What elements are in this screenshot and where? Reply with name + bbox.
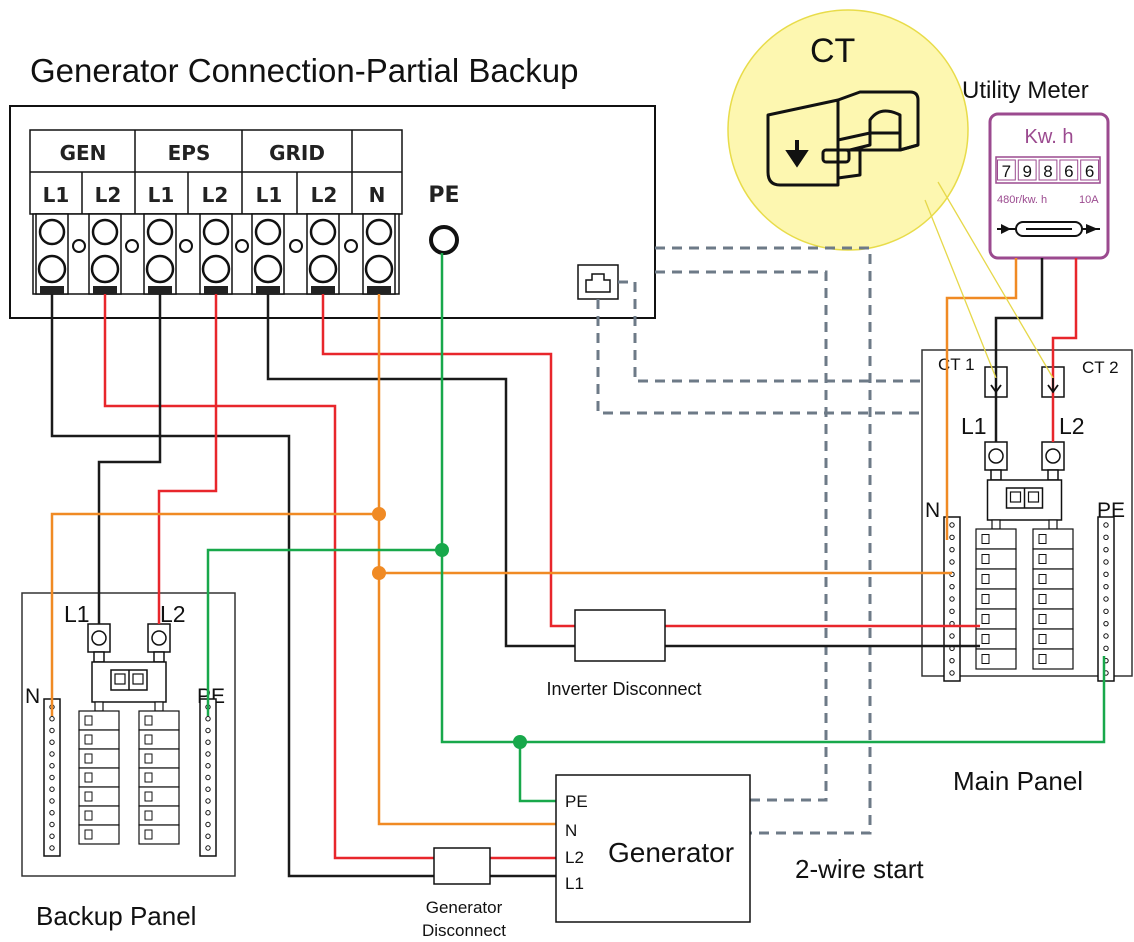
generator-label: Generator [608, 837, 734, 868]
terminal-screw-icon [201, 254, 231, 284]
backup-panel-l2-label: L2 [160, 601, 186, 627]
meter-current: 10A [1079, 194, 1099, 206]
pe-terminal [429, 225, 459, 255]
meter-digit-box [1038, 159, 1058, 181]
main-panel: CT 1 CT 2 L1 L2 N PE [921, 349, 1133, 682]
meter-digit: 9 [1022, 162, 1031, 181]
junction-pe-1 [435, 543, 449, 557]
ct-lead-2 [937, 181, 1054, 379]
terminal-screw-icon [365, 218, 393, 246]
terminal-screw-icon [38, 218, 66, 246]
ct-lead-1 [924, 199, 997, 379]
wires [50, 181, 1106, 878]
terminal-label-grid-l2: L2 [311, 183, 338, 207]
wire-eps-l2 [157, 294, 218, 624]
terminal-screw-icon [37, 254, 67, 284]
backup-panel-n-label: N [25, 685, 40, 708]
terminal-label-gen-l2: L2 [95, 183, 122, 207]
terminal-label-gen-l1: L1 [43, 183, 70, 207]
meter-digit-box [997, 159, 1016, 181]
meter-rate: 480r/kw. h [997, 194, 1047, 206]
ct-clamp-icon [766, 90, 920, 187]
two-wire-start-label: 2-wire start [795, 854, 924, 884]
main-panel-ct2-label: CT 2 [1082, 358, 1119, 377]
generator-disconnect-label-2: Disconnect [422, 921, 506, 940]
ct1-arrow-icon [990, 378, 1002, 394]
wire-pe [440, 253, 1106, 744]
junction-pe-2 [513, 735, 527, 749]
terminal-screw-icon [146, 218, 174, 246]
backup-panel-breakers [43, 623, 217, 857]
terminal-screw-icon [308, 254, 338, 284]
generator: Generator PE N L2 L1 [555, 774, 751, 923]
generator-pe-label: PE [565, 792, 588, 811]
group-label-eps: EPS [168, 141, 211, 165]
terminal-label-eps-l1: L1 [148, 183, 175, 207]
utility-meter-title: Utility Meter [962, 77, 1089, 104]
wire-grid-l2 [321, 294, 980, 628]
wire-grid-l1 [266, 294, 980, 648]
terminal-label-grid-l1: L1 [256, 183, 283, 207]
terminal-screw-icon [202, 218, 230, 246]
meter-digit-box [1080, 159, 1099, 181]
diagram-title: Generator Connection-Partial Backup [30, 52, 578, 89]
backup-panel-label: Backup Panel [36, 901, 196, 931]
terminal-screw-icon [253, 254, 283, 284]
backup-panel: L1 L2 N PE [21, 592, 236, 877]
wire-gen-l2 [103, 294, 556, 860]
wire-gen-l1 [50, 294, 556, 878]
wire-pe-backup [206, 548, 442, 716]
ct-arrow-icon [785, 140, 809, 168]
meter-digit: 6 [1064, 162, 1073, 181]
ct-label: CT [810, 32, 855, 70]
inverter-disconnect-label: Inverter Disconnect [546, 679, 701, 699]
terminal-screw-icon [254, 218, 282, 246]
terminal-block [32, 213, 400, 295]
main-panel-n-label: N [925, 499, 940, 522]
terminal-label-n: N [369, 183, 386, 207]
generator-l2-label: L2 [565, 848, 584, 867]
main-panel-ct1-label: CT 1 [938, 355, 975, 374]
generator-l1-label: L1 [565, 874, 584, 893]
wire-neutral-backup [50, 512, 379, 716]
inverter-disconnect [574, 609, 666, 662]
backup-panel-l1-label: L1 [64, 601, 90, 627]
wire-neutral [377, 294, 556, 826]
junction-neutral-2 [372, 566, 386, 580]
ct2-arrow-icon [1047, 378, 1059, 394]
wire-pe-generator [518, 742, 556, 803]
group-label-gen: GEN [60, 141, 107, 165]
inverter-box: GEN EPS GRID L1 L2 L1 L2 L1 L2 N PE [9, 105, 656, 319]
generator-n-label: N [565, 821, 577, 840]
meter-digit-box [1017, 159, 1037, 181]
meter-digit: 6 [1085, 162, 1094, 181]
terminal-label-eps-l2: L2 [202, 183, 229, 207]
rj45-port-icon [577, 264, 619, 300]
terminal-screw-icon [309, 218, 337, 246]
wire-eps-l1 [97, 294, 162, 624]
group-label-grid: GRID [269, 141, 325, 165]
terminal-screw-icon [364, 254, 394, 284]
main-panel-label: Main Panel [953, 766, 1083, 796]
main-panel-breakers [943, 441, 1115, 682]
meter-digit-box [1059, 159, 1079, 181]
meter-digit: 7 [1002, 162, 1011, 181]
meter-unit: Kw. h [1025, 126, 1074, 148]
generator-disconnect-label-1: Generator [426, 898, 503, 917]
junction-neutral-1 [372, 507, 386, 521]
main-panel-l1-label: L1 [961, 413, 987, 439]
meter-digit: 8 [1043, 162, 1052, 181]
ct-callout: CT [727, 9, 969, 251]
pe-label: PE [428, 183, 459, 208]
terminal-screw-icon [145, 254, 175, 284]
wire-utility-n [945, 258, 1018, 540]
generator-disconnect [433, 847, 491, 885]
terminal-screw-icon [90, 254, 120, 284]
terminal-screw-icon [91, 218, 119, 246]
main-panel-l2-label: L2 [1059, 413, 1085, 439]
